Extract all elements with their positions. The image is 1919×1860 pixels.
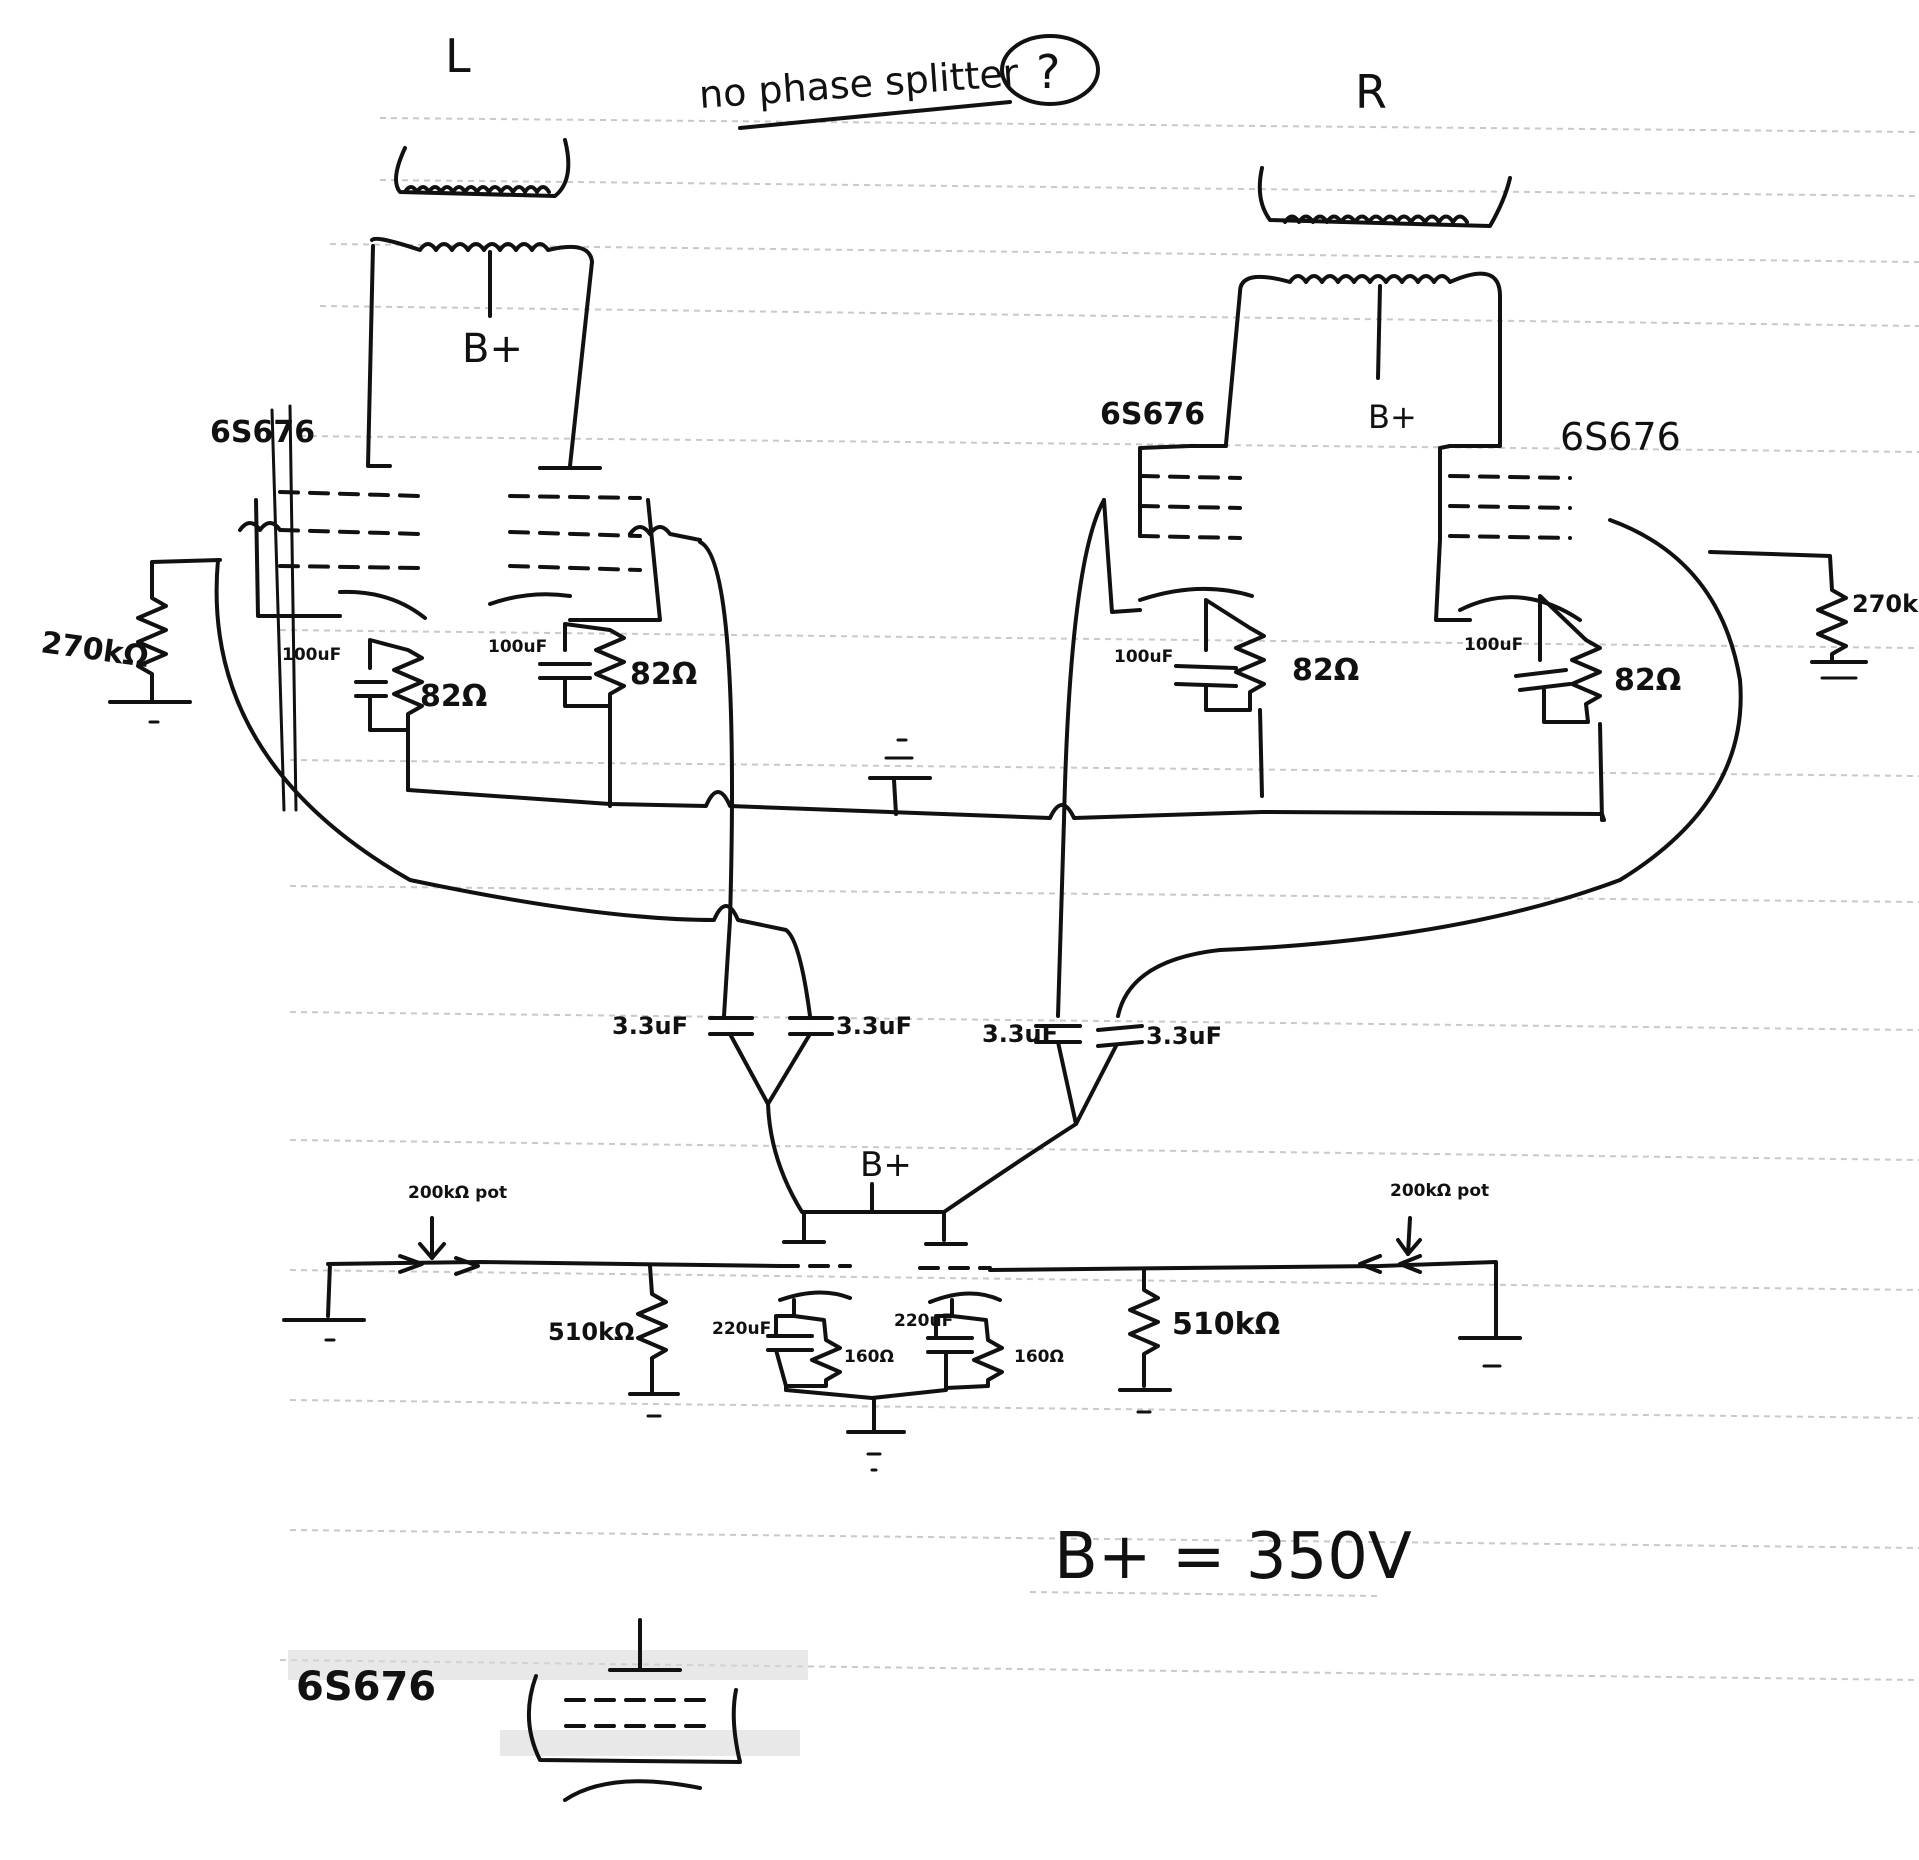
cathode-network-1 [354, 638, 424, 792]
cathode-res-2-label: 82Ω [630, 657, 697, 692]
legend-highlight-band-2 [500, 1730, 800, 1756]
paper-rule-lines [279, 117, 1919, 1681]
coupling-capacitors [708, 1016, 1144, 1126]
channel-right-label: R [1355, 65, 1387, 119]
cathode-network-4 [1514, 594, 1604, 822]
bplus-left-label: B+ [462, 326, 523, 372]
input-grid-res-right-label: 510kΩ [1172, 1307, 1280, 1342]
cathode-cap-4-label: 100uF [1464, 635, 1523, 655]
coupling-cap-4-label: 3.3uF [1146, 1022, 1222, 1050]
right-power-tube-a-label: 6S676 [1100, 397, 1205, 432]
input-cathode-networks [766, 1298, 1004, 1472]
bplus-right-label: B+ [1368, 398, 1417, 436]
coupling-cap-1-label: 3.3uF [612, 1012, 688, 1040]
cathode-res-4-label: 82Ω [1614, 663, 1681, 698]
right-output-transformer [1238, 166, 1512, 380]
legend-tube-label: 6S676 [296, 1664, 436, 1710]
input-grid-res-left-label: 510kΩ [548, 1318, 634, 1346]
right-power-tubes [1102, 290, 1582, 622]
left-grid-resistor [108, 558, 222, 724]
cathode-res-1-label: 82Ω [420, 679, 487, 714]
left-power-tubes [238, 244, 702, 812]
cathode-network-3 [1174, 598, 1266, 798]
grid-wires [214, 498, 1743, 1018]
input-stage-wiring [282, 1102, 1522, 1368]
input-cathode-cap-right-label: 220uF [894, 1311, 953, 1331]
tube-legend [288, 1618, 808, 1802]
left-power-tube-label: 6S676 [210, 415, 315, 450]
question-mark: ? [1036, 45, 1060, 99]
pot-left-label: 200kΩ pot [408, 1183, 507, 1203]
input-cathode-res-right-label: 160Ω [1014, 1347, 1064, 1367]
right-grid-resistor-label: 270k [1852, 590, 1919, 618]
legend-highlight-band [288, 1650, 808, 1680]
cathode-network-2 [538, 622, 626, 808]
cathode-ground-bus [406, 738, 1606, 822]
channel-left-label: L [445, 29, 471, 83]
right-grid-resistor [1708, 550, 1868, 680]
coupling-cap-3-label: 3.3uF [982, 1020, 1058, 1048]
input-cathode-cap-left-label: 220uF [712, 1319, 771, 1339]
cathode-cap-1-label: 100uF [282, 645, 341, 665]
pot-right-label: 200kΩ pot [1390, 1181, 1489, 1201]
coupling-cap-2-label: 3.3uF [836, 1012, 912, 1040]
left-output-transformer [370, 138, 594, 318]
supply-voltage-note: B+ = 350V [1054, 1520, 1412, 1594]
cathode-cap-2-label: 100uF [488, 637, 547, 657]
cathode-res-3-label: 82Ω [1292, 653, 1359, 688]
input-grid-resistors [628, 1264, 1172, 1418]
cathode-cap-3-label: 100uF [1114, 647, 1173, 667]
note-underline [738, 100, 1012, 130]
input-bplus-label: B+ [860, 1145, 912, 1185]
question-circle [1000, 34, 1100, 106]
left-grid-resistor-label: 270kΩ [39, 625, 151, 675]
right-power-tube-b-label: 6S676 [1560, 415, 1681, 459]
input-cathode-res-left-label: 160Ω [844, 1347, 894, 1367]
